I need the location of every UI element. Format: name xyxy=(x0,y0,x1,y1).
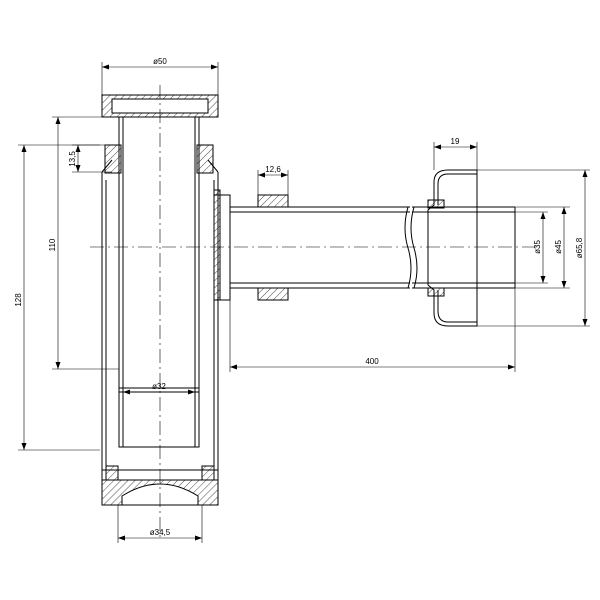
label-rosette-diameter: ø65,8 xyxy=(575,237,584,258)
upper-seal-right xyxy=(196,144,214,174)
label-flange-width: 19 xyxy=(451,137,460,146)
outlet-pipe xyxy=(213,169,516,327)
wall-rosette xyxy=(427,169,478,327)
label-inner-length: 110 xyxy=(48,238,57,251)
bottom-seal-left xyxy=(105,465,119,481)
dimension-labels: ø50 13,5 110 128 ø32 ø34,5 12,6 19 ø35 ø… xyxy=(14,57,584,537)
trap-body xyxy=(101,94,219,506)
label-total-height: 128 xyxy=(14,293,23,307)
outlet-nut-top xyxy=(257,194,289,208)
label-pipe-diameter: ø35 xyxy=(533,240,542,254)
centerlines xyxy=(90,85,540,540)
label-nut-height: 13,5 xyxy=(68,151,77,167)
label-outer-diameter: ø45 xyxy=(554,240,563,254)
label-inner-tube-diameter: ø32 xyxy=(152,382,166,391)
label-top-diameter: ø50 xyxy=(153,57,167,66)
label-nut-width: 12,6 xyxy=(265,165,281,174)
label-bottom-diameter: ø34,5 xyxy=(150,528,171,537)
outlet-nut-bottom xyxy=(257,287,289,301)
label-pipe-length: 400 xyxy=(365,357,379,366)
bottom-seal-right xyxy=(201,465,215,481)
dip-tube xyxy=(118,116,200,448)
dimension-lines xyxy=(18,62,590,543)
